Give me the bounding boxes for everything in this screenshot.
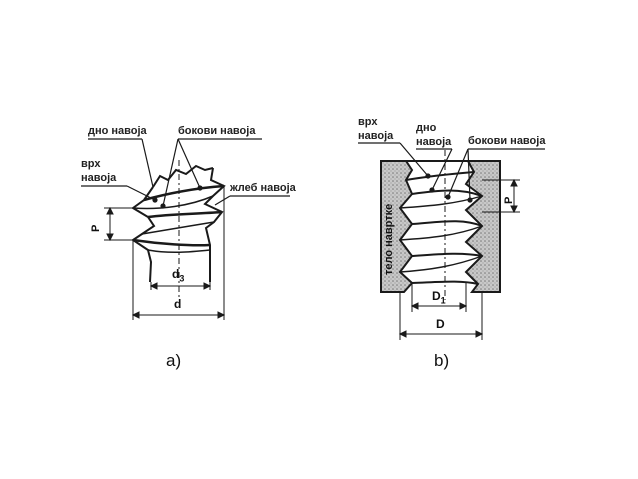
dim-major-diameter-b: D — [436, 317, 445, 331]
leaders-a — [81, 138, 290, 209]
label-thread-crest-a-line2: навоја — [81, 172, 117, 184]
dim-minor-diameter-a: d3 — [172, 268, 184, 285]
dim-minor-sub-a: 3 — [179, 273, 185, 284]
dim-major-diameter-a: d — [174, 297, 182, 311]
label-thread-bottom-b-line2: навоја — [416, 136, 452, 148]
label-nut-body: тело навртке — [383, 203, 395, 275]
label-thread-groove-a: жлеб навоја — [230, 182, 296, 194]
dimensions-b — [398, 178, 520, 340]
label-thread-flanks-a: бокови навоја — [178, 125, 256, 137]
dim-minor-sub-b: 1 — [440, 295, 446, 306]
label-thread-bottom-a: дно навоја — [88, 125, 147, 137]
nut-body — [380, 160, 501, 293]
dim-pitch-b: P — [503, 196, 515, 204]
caption-b: b) — [434, 351, 450, 370]
dim-minor-diameter-b: D1 — [432, 290, 446, 307]
nut-thread-lines — [399, 160, 483, 285]
caption-a: a) — [166, 351, 182, 370]
label-thread-flanks-b: бокови навоја — [468, 135, 546, 147]
dim-minor-base-b: D — [432, 289, 441, 303]
leaders-b — [358, 142, 545, 203]
label-thread-bottom-b-line1: дно — [416, 122, 437, 134]
label-thread-crest-a-line1: врх — [81, 158, 101, 170]
label-thread-crest-b-line1: врх — [358, 116, 378, 128]
label-thread-crest-b-line2: навоја — [358, 130, 394, 142]
dimensions-a — [104, 186, 226, 320]
dim-minor-base-a: d — [172, 267, 180, 281]
dim-pitch-a: P — [90, 224, 102, 232]
